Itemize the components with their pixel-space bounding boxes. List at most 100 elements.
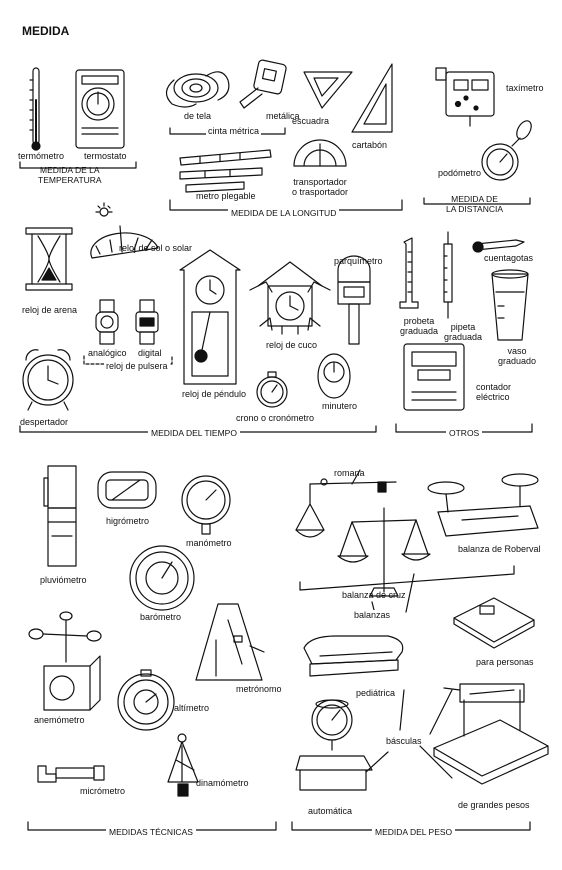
label-probeta: probeta graduada	[400, 316, 439, 336]
altimeter-icon	[117, 669, 175, 731]
electric-meter-icon	[403, 343, 465, 411]
pipette-icon	[443, 231, 453, 319]
temperature-bracket	[19, 161, 137, 169]
label-automatica: automática	[308, 806, 353, 816]
label-de-tela: de tela	[184, 111, 212, 121]
steelyard-scale-icon	[295, 478, 397, 538]
label-anemometro: anemómetro	[34, 715, 85, 725]
baby-scale-icon	[303, 635, 404, 677]
label-para-personas: para personas	[476, 657, 534, 667]
label-balanza-cruz: balanza de cruz	[342, 590, 406, 600]
stopwatch-icon	[256, 371, 288, 408]
pendulum-clock-icon	[179, 249, 241, 385]
label-crono: crono o cronómetro	[236, 413, 315, 423]
hourglass-icon	[25, 227, 73, 291]
balanzas-bracket	[299, 565, 515, 591]
label-basculas: básculas	[386, 736, 422, 746]
pedometer-icon	[481, 120, 532, 181]
dynamometer-icon	[167, 733, 199, 797]
micrometer-icon	[37, 765, 105, 783]
label-vaso: vaso graduado	[498, 346, 537, 366]
section-tecnicas: MEDIDAS TÉCNICAS	[106, 827, 196, 837]
label-termostato: termostato	[84, 151, 127, 161]
label-digital: digital	[138, 348, 162, 358]
label-balanza-roberval: balanza de Roberval	[458, 544, 541, 554]
label-pipeta: pipeta graduada	[444, 322, 483, 342]
basculas-line-grandes	[419, 745, 453, 779]
section-temperatura: MEDIDA DE LA TEMPERATURA	[38, 165, 102, 185]
fabric-tape-measure-icon	[165, 71, 230, 108]
label-transportador: transportador o trasportador	[292, 177, 349, 197]
label-podometro: podómetro	[438, 168, 482, 178]
set-square-icon	[303, 71, 353, 109]
balanzas-line-a	[371, 601, 375, 611]
rain-gauge-icon	[43, 465, 77, 567]
label-reloj-arena: reloj de arena	[22, 305, 78, 315]
graduated-cylinder-icon	[399, 237, 419, 309]
label-pediatrica: pediátrica	[356, 688, 396, 698]
label-pluviometro: pluviómetro	[40, 575, 87, 585]
section-distancia: MEDIDA DE LA DISTANCIA	[446, 194, 503, 214]
graduated-beaker-icon	[491, 269, 529, 341]
balanzas-line-b	[405, 573, 415, 613]
section-peso: MEDIDA DEL PESO	[372, 827, 456, 837]
label-cinta-metrica: cinta métrica	[206, 126, 262, 136]
pressure-gauge-icon	[181, 475, 231, 535]
parking-meter-icon	[337, 255, 371, 345]
label-despertador: despertador	[20, 417, 69, 427]
digital-watch-icon	[135, 299, 159, 345]
label-dinamometro: dinamómetro	[196, 778, 249, 788]
basculas-line-auto	[365, 751, 389, 773]
balance-scale-icon	[337, 507, 431, 597]
label-reloj-cuco: reloj de cuco	[266, 340, 318, 350]
label-romana: romana	[334, 468, 365, 478]
label-metronomo: metrónomo	[236, 684, 282, 694]
label-balanzas: balanzas	[352, 610, 393, 620]
bathroom-scale-icon	[453, 597, 535, 649]
label-metro-plegable: metro plegable	[196, 191, 256, 201]
section-otros: OTROS	[446, 428, 483, 438]
thermometer-icon	[29, 67, 41, 151]
thermostat-icon	[75, 69, 125, 149]
triangle-ruler-icon	[351, 63, 393, 133]
alarm-clock-icon	[22, 349, 74, 411]
automatic-scale-icon	[295, 699, 373, 791]
analog-watch-icon	[95, 299, 119, 345]
page-title: MEDIDA	[22, 24, 70, 38]
platform-scale-icon	[433, 683, 549, 785]
label-altimetro: altímetro	[174, 703, 210, 713]
romana-line	[351, 469, 361, 485]
label-reloj-sol: reloj de sol o solar	[119, 243, 193, 253]
barometer-icon	[129, 545, 195, 611]
protractor-icon	[293, 139, 347, 167]
metronome-icon	[195, 603, 265, 681]
section-tiempo: MEDIDA DEL TIEMPO	[148, 428, 240, 438]
dropper-icon	[472, 239, 525, 253]
metal-tape-measure-icon	[239, 59, 287, 109]
label-contador: contador eléctrico	[476, 382, 512, 402]
label-metalica: metálica	[266, 111, 300, 121]
folding-ruler-icon	[179, 149, 272, 193]
label-higrometro: higrómetro	[106, 516, 150, 526]
taximeter-icon	[435, 67, 495, 127]
sundial-icon	[90, 202, 159, 259]
label-analogico: analógico	[88, 348, 127, 358]
label-taximetro: taxímetro	[506, 83, 544, 93]
basculas-line-ped	[399, 689, 405, 731]
label-micrometro: micrómetro	[80, 786, 126, 796]
anemometer-icon	[28, 611, 102, 711]
section-longitud: MEDIDA DE LA LONGITUD	[228, 208, 340, 218]
label-reloj-pulsera: reloj de pulsera	[104, 361, 170, 371]
hygrometer-icon	[97, 471, 157, 509]
cuckoo-clock-icon	[249, 261, 331, 335]
label-termometro: termómetro	[18, 151, 65, 161]
kitchen-timer-icon	[317, 353, 351, 399]
label-minutero: minutero	[322, 401, 358, 411]
label-escuadra: escuadra	[292, 116, 330, 126]
label-cartabon: cartabón	[352, 140, 388, 150]
distance-bracket	[423, 197, 531, 205]
label-reloj-pendulo: reloj de péndulo	[182, 389, 247, 399]
roberval-balance-icon	[427, 473, 539, 537]
label-barometro: barómetro	[140, 612, 182, 622]
label-parquimetro: parquímetro	[334, 256, 383, 266]
